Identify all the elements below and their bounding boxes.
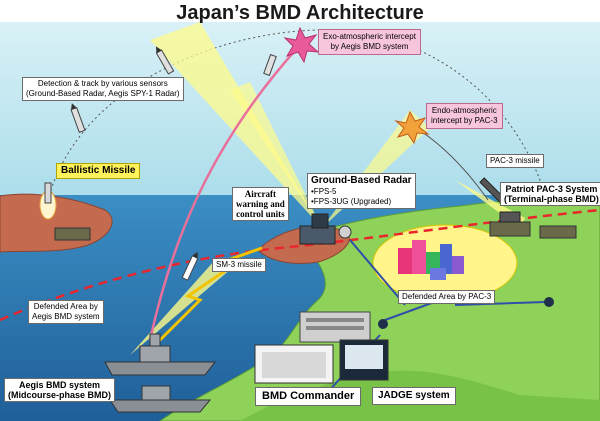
incoming-missile-1 — [155, 46, 175, 75]
exo-intercept-line-2: by Aegis BMD system — [330, 42, 409, 51]
aircraft-line-3: control units — [236, 209, 285, 219]
gbr-title: Ground-Based Radar — [311, 175, 412, 186]
endo-intercept-line-1: Endo-atmospheric — [431, 106, 497, 115]
defended-area-aegis-label: Defended Area by Aegis BMD system — [28, 300, 104, 324]
detection-label: Detection & track by various sensors (Gr… — [22, 77, 184, 101]
sm3-missile-label: SM-3 missile — [212, 258, 266, 272]
ballistic-missile-launch — [39, 182, 57, 220]
endo-intercept-line-2: intercept by PAC-3 — [431, 116, 498, 125]
aegis-system-label: Aegis BMD system (Midcourse-phase BMD) — [4, 378, 116, 402]
sm3-trajectory — [148, 44, 301, 341]
pac3-missile-label: PAC-3 missile — [486, 154, 544, 168]
ground-based-radar-label: Ground-Based Radar •FPS-5 •FPS-3UG (Upgr… — [307, 173, 416, 209]
link-arrow-1 — [349, 239, 406, 306]
defended-aegis-line-1: Defended Area by — [33, 302, 98, 311]
ballistic-missile-label: Ballistic Missile — [56, 163, 141, 179]
bmd-commander-room — [254, 339, 389, 384]
radar-beam-2 — [230, 82, 322, 228]
gbr-item-fps5: •FPS-5 — [311, 187, 337, 196]
link-arrow-3 — [454, 301, 546, 306]
exo-intercept-burst — [283, 26, 320, 64]
incoming-missile-3 — [263, 53, 277, 77]
radar-beam-1 — [150, 22, 322, 228]
aircraft-line-1: Aircraft — [244, 189, 277, 199]
diagram-title: Japan’s BMD Architecture — [176, 2, 424, 24]
endo-intercept-burst — [394, 110, 430, 145]
aircraft-line-2: warning and — [236, 199, 285, 209]
defended-area-pac3-label: Defended Area by PAC-3 — [398, 290, 496, 304]
sm3-missile-icon — [181, 251, 199, 281]
sensor-node-2 — [544, 297, 554, 307]
patriot-launcher-icon — [489, 211, 577, 239]
aegis-ship-1 — [104, 333, 217, 376]
jadge-system-label: JADGE system — [372, 387, 456, 405]
detection-line-1: Detection & track by various sensors — [37, 79, 168, 88]
ground-based-radar-icon — [299, 213, 352, 245]
aircraft-warning-label: Aircraft warning and control units — [232, 187, 289, 221]
sensor-node-1 — [378, 319, 388, 329]
detection-line-2: (Ground-Based Radar, Aegis SPY-1 Radar) — [26, 89, 180, 98]
exo-intercept-line-1: Exo-atmospheric intercept — [323, 32, 416, 41]
aegis-line-2: (Midcourse-phase BMD) — [8, 390, 112, 400]
jadge-building-icon — [299, 311, 371, 343]
defended-aegis-line-2: Aegis BMD system — [32, 312, 100, 321]
gbr-item-fps3ug: •FPS-3UG (Upgraded) — [311, 197, 392, 206]
aegis-ship-2 — [109, 385, 212, 413]
patriot-line-1: Patriot PAC-3 System — [505, 184, 598, 194]
bmd-commander-label: BMD Commander — [255, 387, 362, 406]
patriot-label: Patriot PAC-3 System (Terminal-phase BMD… — [500, 182, 600, 206]
patriot-line-2: (Terminal-phase BMD) — [504, 194, 599, 204]
exo-intercept-label: Exo-atmospheric intercept by Aegis BMD s… — [318, 29, 421, 55]
missile-launcher — [54, 227, 91, 241]
endo-intercept-label: Endo-atmospheric intercept by PAC-3 — [426, 103, 503, 129]
aegis-line-1: Aegis BMD system — [18, 380, 101, 390]
city-icon — [398, 240, 464, 280]
incoming-missile-2 — [70, 103, 86, 133]
